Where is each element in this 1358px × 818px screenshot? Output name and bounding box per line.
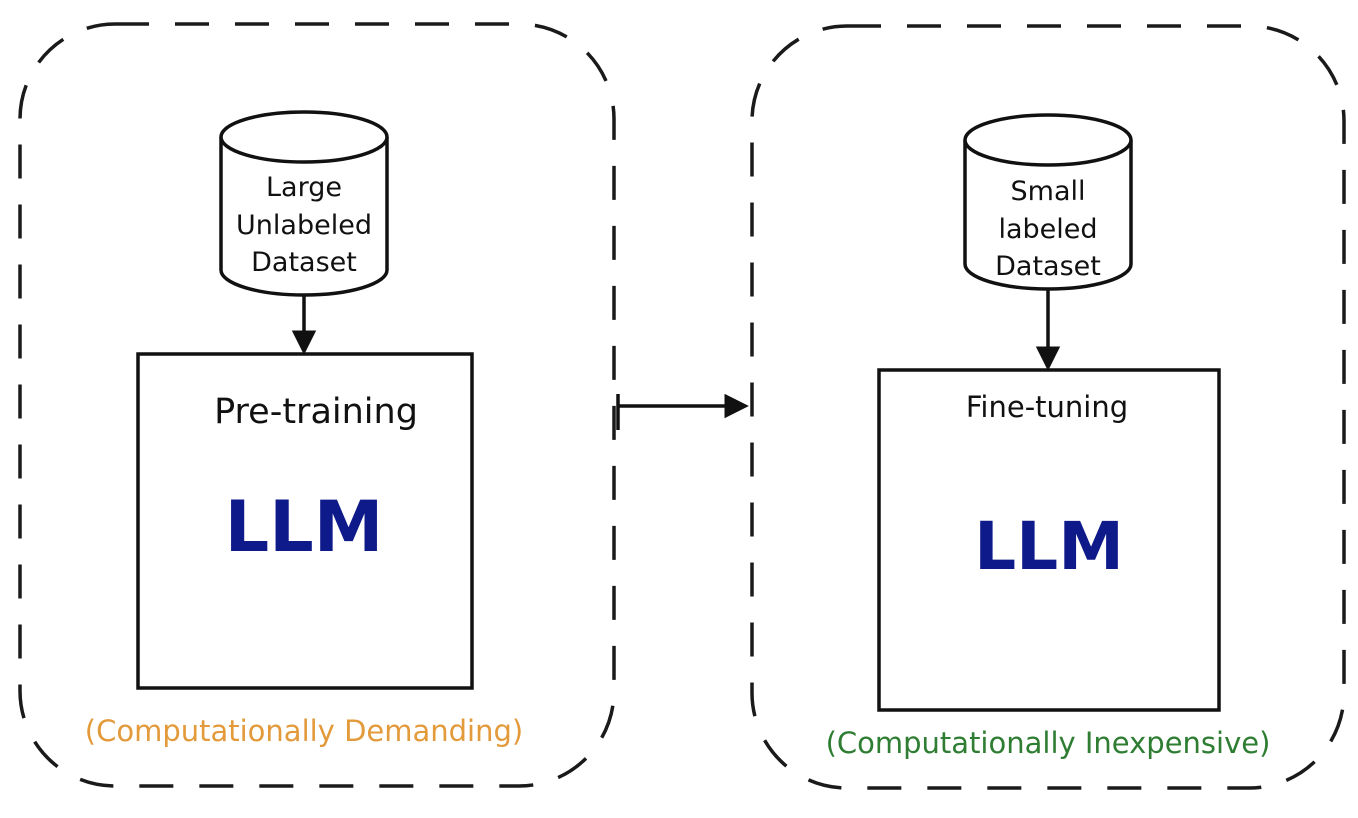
large-unlabeled-dataset-cylinder: Large Unlabeled Dataset bbox=[219, 110, 389, 297]
cylinder-top bbox=[219, 110, 389, 164]
finetuning-llm-label: LLM bbox=[974, 508, 1124, 585]
cylinder-top bbox=[963, 113, 1133, 167]
dataset-label-line-2: Unlabeled bbox=[236, 210, 372, 241]
pretraining-cost-note: (Computationally Demanding) bbox=[85, 714, 523, 748]
finetuning-cost-note: (Computationally Inexpensive) bbox=[826, 726, 1271, 760]
pretraining-llm-label: LLM bbox=[225, 486, 384, 568]
stage-transition-arrow bbox=[616, 393, 749, 430]
small-labeled-dataset-cylinder: Small labeled Dataset bbox=[963, 113, 1133, 291]
finetuning-dashed-frame bbox=[750, 24, 1346, 790]
dataset-label-line-1: Small bbox=[1011, 176, 1086, 207]
finetuning-panel: Small labeled Dataset Fine-tuning LLM (C… bbox=[750, 24, 1346, 790]
dataset-label-line-1: Large bbox=[266, 172, 342, 203]
pretraining-title: Pre-training bbox=[214, 392, 418, 432]
dataset-label-line-3: Dataset bbox=[251, 247, 357, 278]
database-icon bbox=[219, 137, 389, 297]
pretraining-box bbox=[136, 352, 474, 690]
pretraining-dashed-frame bbox=[18, 22, 616, 788]
finetuning-box bbox=[877, 368, 1221, 712]
finetuning-title: Fine-tuning bbox=[966, 390, 1128, 424]
database-icon bbox=[963, 140, 1133, 291]
pretraining-panel: Large Unlabeled Dataset Pre-training LLM… bbox=[18, 22, 616, 788]
dataset-label-line-3: Dataset bbox=[995, 251, 1101, 282]
dataset-label-line-2: labeled bbox=[998, 214, 1097, 245]
